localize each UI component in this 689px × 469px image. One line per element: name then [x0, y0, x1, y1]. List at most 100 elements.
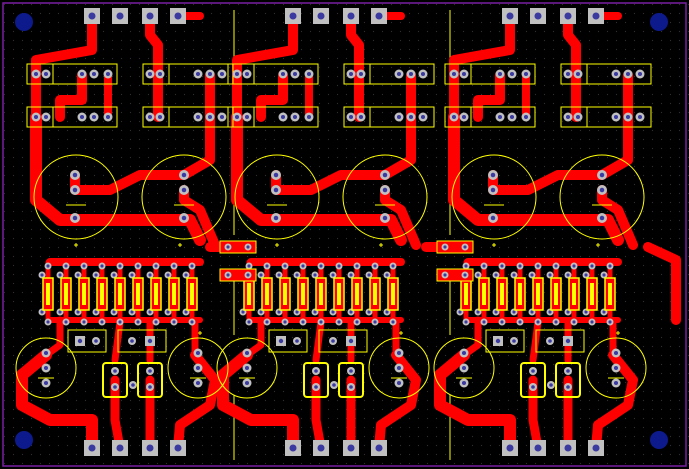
pad-drill [464, 320, 468, 324]
pad-drill [548, 273, 552, 277]
pad-drill [283, 264, 287, 268]
resistor-marking [301, 283, 305, 305]
pad-drill [273, 172, 279, 178]
pad-drill [602, 310, 606, 314]
pad-drill [148, 369, 152, 373]
pad-drill [373, 264, 377, 268]
pad-drill [564, 444, 572, 452]
pad-drill [534, 444, 542, 452]
pad-drill [77, 338, 83, 344]
mounting-holes [15, 13, 668, 449]
supply-trace [643, 242, 681, 325]
pad-drill [154, 320, 158, 324]
pad-drill [332, 383, 336, 387]
resistor-marking [190, 283, 194, 305]
output-trace [311, 375, 326, 453]
pad-drill [278, 338, 284, 344]
pad-drill [391, 264, 395, 268]
pad-drill [500, 264, 504, 268]
pad-drill [33, 71, 39, 77]
pad-drill [113, 369, 117, 373]
pad-drill [613, 365, 619, 371]
pad-drill [590, 320, 594, 324]
pad-drill [207, 114, 213, 120]
pad-drill [33, 114, 39, 120]
pad-drill [112, 310, 116, 314]
pad-drill [40, 310, 44, 314]
pad-drill [461, 380, 467, 386]
pad-drill [494, 273, 498, 277]
component-outline [227, 63, 319, 85]
pad-drill [548, 310, 552, 314]
pad-drill [301, 320, 305, 324]
pad-drill [289, 12, 297, 20]
pad-drill [536, 320, 540, 324]
pad-drill [259, 273, 263, 277]
trace [256, 70, 288, 122]
pad-drill [100, 320, 104, 324]
resistor-marking [265, 283, 269, 305]
pads-layer[interactable] [31, 8, 645, 456]
pad-drill [226, 273, 230, 277]
pad-drill [174, 12, 182, 20]
pad-drill [148, 273, 152, 277]
resistor-marking [391, 283, 395, 305]
pad-drill [166, 310, 170, 314]
pad-drill [347, 444, 355, 452]
pad-drill [461, 365, 467, 371]
pad-drill [190, 264, 194, 268]
input-trace [346, 11, 364, 80]
output-trace [528, 375, 543, 453]
pad-drill [530, 310, 534, 314]
pad-drill [482, 320, 486, 324]
pad-drill [43, 71, 49, 77]
resistor-marking [464, 283, 468, 305]
resistor-marking [554, 283, 558, 305]
pad-drill [637, 114, 643, 120]
component-outline [444, 106, 536, 128]
pad-drill [280, 114, 286, 120]
component-outline [560, 106, 652, 128]
pad-drill [463, 273, 467, 277]
pad-drill [88, 444, 96, 452]
pad-drill [599, 215, 605, 221]
pad-drill [337, 320, 341, 324]
supply-trace [380, 112, 416, 180]
trace [473, 70, 505, 122]
resistor-marking [172, 283, 176, 305]
pad-drill [94, 273, 98, 277]
pad-drill [79, 114, 85, 120]
pad-drill [348, 114, 354, 120]
pad-drill [461, 71, 467, 77]
pad-drill [195, 380, 201, 386]
pad-drill [451, 71, 457, 77]
pad-drill [105, 114, 111, 120]
pad-drill [43, 380, 49, 386]
pad-drill [500, 320, 504, 324]
pad-drill [355, 320, 359, 324]
pad-drill [43, 350, 49, 356]
resistor-marking [518, 283, 522, 305]
pad-drill [301, 264, 305, 268]
pad-drill [146, 444, 154, 452]
pad-drill [408, 71, 414, 77]
pad-drill [572, 320, 576, 324]
pad-drill [531, 385, 535, 389]
pad-drill [317, 444, 325, 452]
pad-drill [349, 385, 353, 389]
pad-drill [292, 114, 298, 120]
output-trace [591, 350, 638, 453]
pad-drill [512, 273, 516, 277]
pad-drill [246, 273, 250, 277]
pad-drill [244, 350, 250, 356]
pad-drill [608, 320, 612, 324]
capacitor-outline [234, 154, 320, 240]
resistor-marking [337, 283, 341, 305]
pad-drill [599, 187, 605, 193]
resistor-marking [100, 283, 104, 305]
pad-drill [91, 114, 97, 120]
mounting-hole [15, 13, 33, 31]
pad-drill [247, 264, 251, 268]
resistor-marking [500, 283, 504, 305]
